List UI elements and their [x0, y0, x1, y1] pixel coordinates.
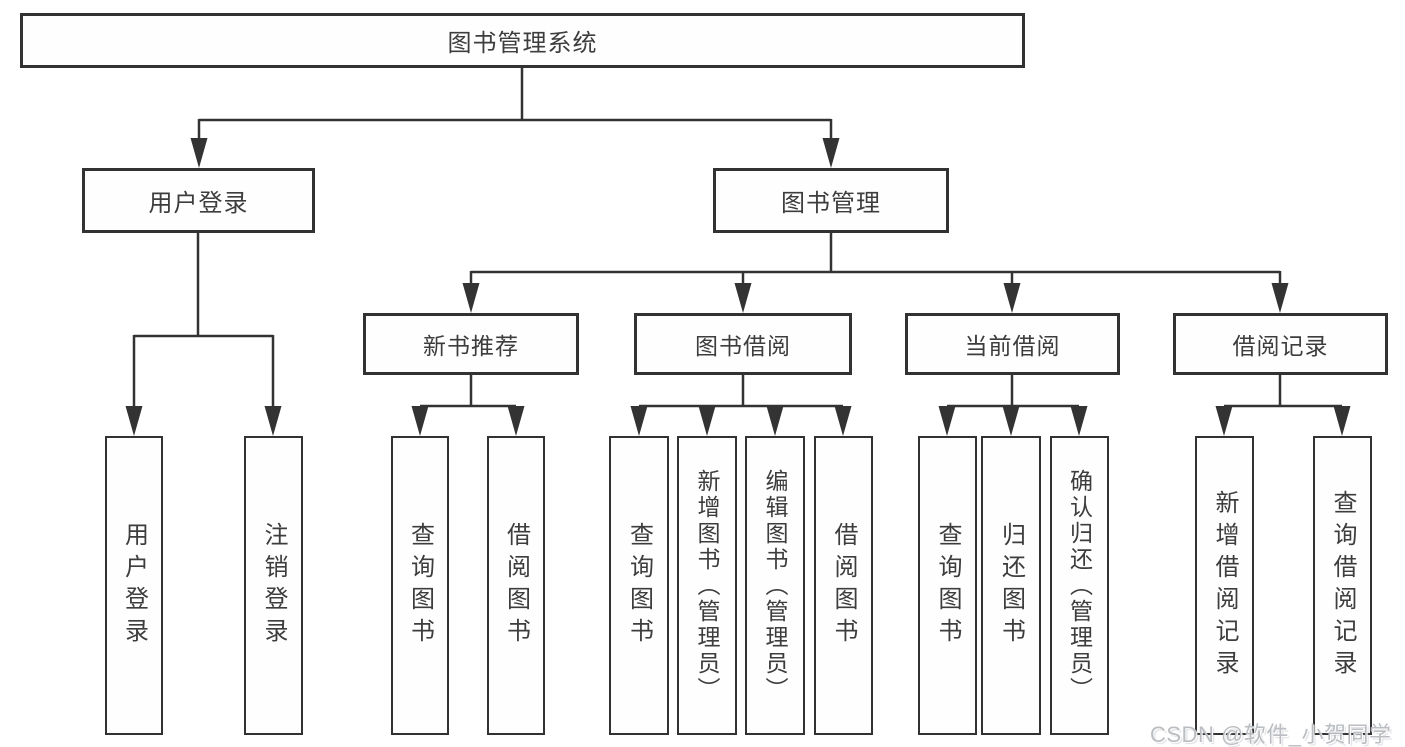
leaf-query-books-recommend: 查询图书 [391, 436, 449, 735]
leaf-confirm-return-admin: 确认归还（管理员） [1050, 436, 1109, 735]
node-label: 查询图书 [625, 521, 653, 650]
leaf-return-books: 归还图书 [981, 436, 1041, 735]
leaf-query-borrow-record: 查询借阅记录 [1313, 436, 1372, 735]
node-label: 借阅图书 [830, 521, 857, 650]
leaf-add-borrow-record: 新增借阅记录 [1195, 436, 1254, 735]
node-borrow-records: 借阅记录 [1173, 313, 1388, 375]
node-user-login: 用户登录 [82, 168, 315, 233]
leaf-borrow-books-recommend: 借阅图书 [487, 436, 545, 735]
node-label: 新书推荐 [423, 333, 519, 359]
node-label: 归还图书 [997, 521, 1025, 650]
node-label: 图书管理 [781, 190, 881, 217]
node-book-borrow: 图书借阅 [634, 313, 852, 375]
node-label: 新增图书（管理员） [694, 468, 720, 703]
leaf-query-books-borrow: 查询图书 [609, 436, 669, 735]
node-label: 当前借阅 [964, 333, 1061, 359]
leaf-user-login: 用户登录 [105, 436, 163, 735]
node-current-borrow: 当前借阅 [905, 313, 1120, 375]
node-book-management: 图书管理 [713, 168, 949, 233]
node-label: 用户登录 [120, 521, 148, 650]
leaf-logout: 注销登录 [244, 436, 303, 735]
watermark: CSDN @软件_小贺同学 [1150, 722, 1392, 747]
node-label: 借阅记录 [1232, 333, 1329, 359]
node-label: 新增借阅记录 [1211, 489, 1238, 682]
node-label: 图书借阅 [695, 333, 791, 359]
node-label: 查询借阅记录 [1329, 489, 1356, 682]
node-label: 借阅图书 [502, 521, 530, 650]
node-label: 查询图书 [934, 521, 961, 650]
node-label: 图书管理系统 [447, 30, 598, 57]
leaf-edit-book-admin: 编辑图书（管理员） [745, 436, 805, 735]
leaf-query-books-current: 查询图书 [918, 436, 977, 735]
node-label: 确认归还（管理员） [1066, 468, 1093, 703]
node-library-management-system: 图书管理系统 [20, 13, 1025, 68]
leaf-borrow-books-borrow: 借阅图书 [814, 436, 873, 735]
node-new-book-recommend: 新书推荐 [363, 313, 579, 375]
node-label: 用户登录 [148, 190, 249, 217]
node-label: 查询图书 [406, 521, 434, 650]
node-label: 注销登录 [260, 521, 287, 650]
leaf-add-book-admin: 新增图书（管理员） [677, 436, 737, 735]
node-label: 编辑图书（管理员） [762, 468, 788, 703]
